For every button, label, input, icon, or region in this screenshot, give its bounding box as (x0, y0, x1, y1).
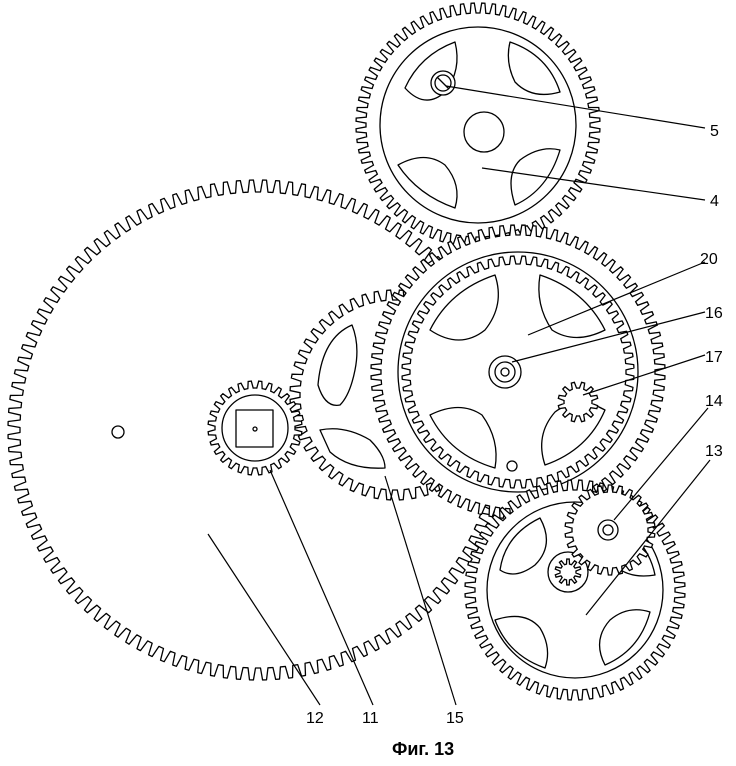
leader-12 (207, 533, 321, 706)
wheel-12-center-hole (111, 425, 125, 439)
leader-20 (527, 261, 706, 336)
wheel-14-teeth (564, 484, 656, 576)
wheel-11-center-dot (252, 426, 258, 432)
label-13: 13 (705, 443, 723, 460)
wheel-13-window-3 (598, 609, 651, 666)
wheel-14-hub-inner (602, 524, 614, 536)
leader-13 (585, 459, 711, 616)
wheel-11-ring (221, 394, 289, 462)
wheel-4-window-1 (404, 41, 458, 101)
wheel-20-hub-inner (494, 361, 516, 383)
screw-5-inner (434, 74, 452, 92)
screw-5-slot (436, 76, 450, 90)
wheel-4-window-4 (397, 156, 458, 209)
label-4: 4 (710, 193, 719, 210)
wheel-15-window-left (317, 324, 358, 406)
wheel-4-window-3 (510, 148, 561, 206)
label-14: 14 (705, 393, 723, 410)
wheel-4-window-2 (507, 41, 561, 96)
wheel-20-rim-outer (397, 251, 639, 493)
wheel-20-window-4 (429, 406, 497, 469)
leader-16 (511, 311, 706, 363)
wheel-11-square-arbor (235, 409, 274, 448)
label-20: 20 (700, 251, 718, 268)
wheel-20-inner-teeth (401, 255, 635, 489)
leader-11 (269, 469, 374, 706)
wheel-15-window-bottom (319, 428, 386, 469)
wheel-12-teeth (7, 179, 509, 681)
leader-14 (613, 407, 709, 521)
wheel-13-rim (486, 501, 664, 679)
pinion-17 (557, 381, 599, 423)
wheel-20-pin (506, 460, 518, 472)
label-11: 11 (362, 710, 379, 727)
wheel-20-hub-dot (500, 367, 510, 377)
leader-5 (445, 85, 706, 129)
figure-caption: Фиг. 13 (392, 739, 454, 759)
pinion-13 (554, 558, 582, 586)
label-15: 15 (446, 710, 464, 727)
leader-4 (481, 167, 706, 201)
leader-lines (207, 85, 711, 706)
wheel-13-window-1 (499, 517, 547, 575)
wheel-20-window-2 (538, 274, 606, 339)
wheel-4-hub (463, 111, 505, 153)
wheel-4 (355, 2, 601, 248)
label-17: 17 (705, 349, 723, 366)
label-5: 5 (710, 123, 719, 140)
label-16: 16 (705, 305, 723, 322)
leader-15 (384, 475, 457, 706)
wheel-20 (370, 224, 666, 520)
wheel-12 (7, 179, 509, 681)
wheel-4-rim (379, 26, 577, 224)
wheel-11 (207, 380, 303, 476)
reference-labels: 5 4 20 16 17 14 13 12 11 15 (306, 123, 723, 727)
leader-17 (582, 354, 706, 396)
label-12: 12 (306, 710, 324, 727)
wheel-14 (564, 484, 656, 576)
wheel-20-window-1 (429, 274, 499, 341)
wheel-14-hub (597, 519, 619, 541)
wheel-20-hub (488, 355, 522, 389)
wheel-4-teeth (355, 2, 601, 248)
wheel-13-window-4 (494, 615, 549, 669)
